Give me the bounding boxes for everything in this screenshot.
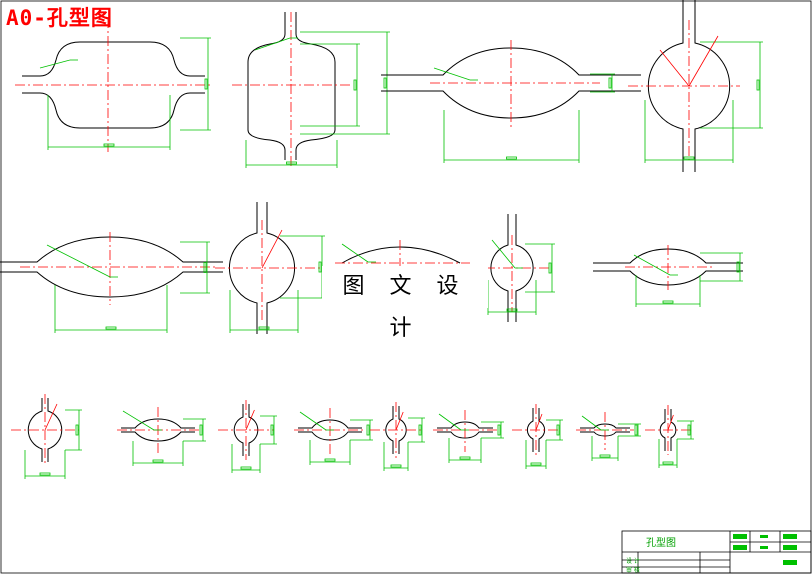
pass-11-leader-line <box>122 410 155 431</box>
pass-7-leader-line <box>341 243 369 263</box>
pass-2-inner-height-dim-text-mark <box>353 79 357 91</box>
pass-13-width-dim-text-mark <box>324 458 336 462</box>
pass-17-height-dim-text-mark <box>634 424 638 436</box>
sheet-title: A0-孔型图 <box>6 6 113 30</box>
title-block-field-mark <box>760 535 768 538</box>
pass-16-width-dim-text-mark <box>530 462 542 466</box>
title-block-label-design: 设 计 <box>626 558 640 565</box>
pass-15-height-dim-text-mark <box>497 424 501 436</box>
pass-12-radius-leader <box>245 409 255 431</box>
pass-4-height-dim-text-mark <box>756 79 760 91</box>
pass-2-width-dim-text-mark <box>286 161 297 165</box>
pass-6-height-dim-text-mark <box>318 261 322 273</box>
pass-10-width-dim-text-mark <box>39 472 51 476</box>
pass-2-outline <box>247 12 336 160</box>
watermark: 图 文 设 计 <box>322 266 488 341</box>
pass-1-leader-line <box>39 59 71 69</box>
pass-8-height-dim-text-mark <box>548 262 552 274</box>
pass-6-width-dim-text-mark <box>258 326 270 330</box>
title-block-field-mark <box>783 560 797 565</box>
pass-11-outline <box>121 418 195 442</box>
pass-5-leader-line <box>46 244 111 278</box>
pass-14-width-dim-text-mark <box>390 464 402 468</box>
pass-3-leader-line <box>433 67 471 81</box>
pass-15-width-dim-text-mark <box>459 456 471 460</box>
pass-13-height-dim-text-mark <box>366 424 370 436</box>
pass-11-height-dim-text-mark <box>199 424 203 436</box>
title-block-label-review: 审 核 <box>626 567 640 574</box>
pass-10-radius-leader <box>44 403 58 431</box>
pass-7-outline <box>341 246 461 264</box>
pass-4-radius-leader <box>688 35 719 87</box>
pass-12-height-dim-text-mark <box>270 424 274 436</box>
pass-6-radius-leader <box>261 229 283 269</box>
pass-14-radius-leader <box>395 411 404 431</box>
pass-2-leader-line <box>254 37 291 51</box>
pass-16-height-dim-text-mark <box>556 424 560 436</box>
title-block-field-mark <box>733 534 747 539</box>
pass-1-height-dim-text-mark <box>204 78 208 90</box>
pass-4-radius-leader-2 <box>659 49 690 87</box>
pass-9-leader-line <box>633 254 671 276</box>
title-block-field-mark <box>733 545 747 550</box>
pass-17-width-dim-text-mark <box>599 454 611 458</box>
pass-9-width-dim-text-mark <box>662 300 674 304</box>
pass-16-radius-leader <box>535 413 543 431</box>
pass-5-width-dim-text-mark <box>105 326 117 330</box>
pass-8-width-dim-text-mark <box>506 308 518 312</box>
pass-3-width-dim-text-mark <box>506 156 517 160</box>
pass-9-height-dim-text-mark <box>736 261 740 273</box>
pass-2-height-dim-text-mark <box>383 77 387 89</box>
pass-18-radius-leader <box>667 414 674 431</box>
title-block-drawing-name: 孔型图 <box>646 538 676 549</box>
pass-15-leader-line <box>438 413 462 431</box>
pass-5-height-dim-text-mark <box>203 262 207 273</box>
pass-17-leader-line <box>581 415 602 431</box>
pass-4-width-dim-text-mark <box>683 156 695 160</box>
pass-12-width-dim-text-mark <box>240 466 252 470</box>
pass-1-width-dim-text-mark <box>103 143 115 147</box>
pass-18-width-dim-text-mark <box>662 461 674 465</box>
pass-1-outline <box>22 41 205 129</box>
pass-10-height-dim-text-mark <box>75 424 79 436</box>
pass-3-height-dim-text-mark <box>608 77 612 89</box>
title-block-field-mark <box>783 534 797 539</box>
pass-14-height-dim-text-mark <box>418 424 422 436</box>
title-block-field-mark <box>760 546 768 549</box>
pass-11-width-dim-text-mark <box>152 459 164 463</box>
pass-13-leader-line <box>299 411 327 431</box>
pass-8-leader-line <box>491 239 516 269</box>
title-block-field-mark <box>783 545 797 550</box>
pass-18-height-dim-text-mark <box>687 424 691 436</box>
